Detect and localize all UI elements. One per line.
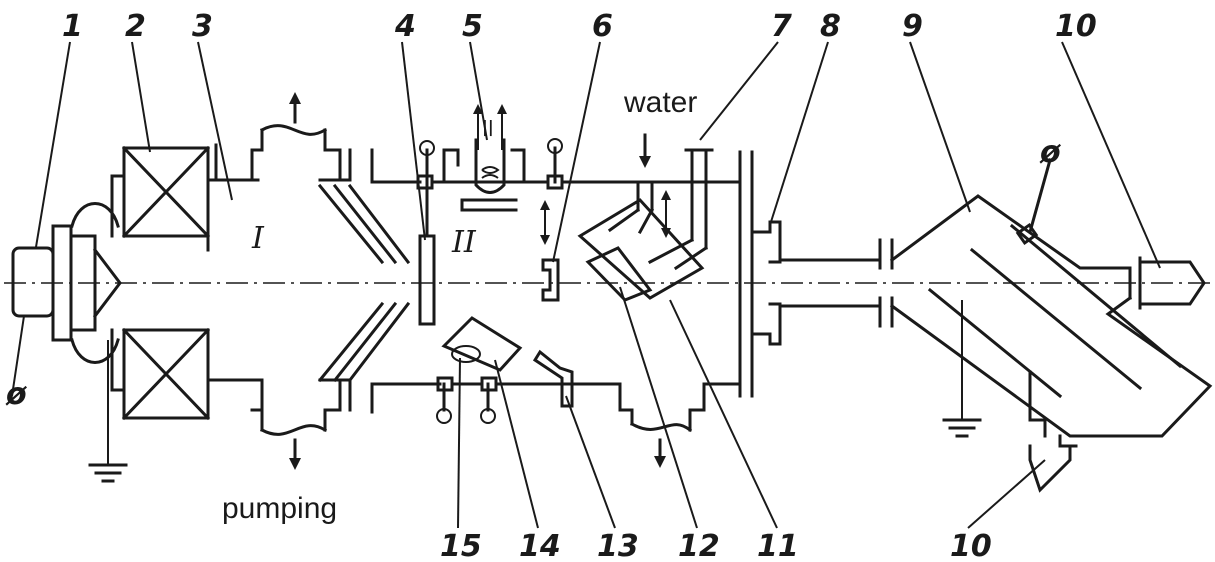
label-1: 1 bbox=[62, 9, 83, 44]
lower-holder-14-15 bbox=[436, 316, 523, 424]
top-number-labels: 1 2 3 4 5 6 7 8 9 10 bbox=[62, 9, 1097, 44]
label-6: 6 bbox=[592, 9, 613, 44]
terminal-symbol: ø bbox=[5, 377, 27, 412]
crucible-5: || bbox=[442, 104, 526, 212]
label-12: 12 bbox=[678, 529, 720, 562]
cooled-target-7 bbox=[577, 133, 714, 300]
flange-8 bbox=[750, 220, 894, 346]
chamber-1 bbox=[206, 92, 352, 470]
label-4: 4 bbox=[394, 9, 416, 44]
label-3: 3 bbox=[192, 9, 213, 44]
label-10-top: 10 bbox=[1055, 9, 1097, 44]
pumping-port-lower bbox=[618, 382, 742, 468]
magnetic-coils bbox=[110, 145, 211, 421]
label-15: 15 bbox=[440, 529, 482, 562]
region-1-label: I bbox=[251, 221, 265, 256]
svg-text:||: || bbox=[482, 117, 494, 137]
shutter-4 bbox=[418, 140, 436, 326]
label-9: 9 bbox=[902, 9, 923, 44]
drift-chamber-walls bbox=[370, 150, 754, 398]
label-7: 7 bbox=[771, 9, 792, 44]
label-8: 8 bbox=[820, 9, 841, 44]
analyzer-9: ø bbox=[889, 135, 1213, 493]
label-10-bottom: 10 bbox=[950, 529, 992, 562]
label-11: 11 bbox=[757, 529, 799, 562]
region-2-label: II bbox=[451, 225, 477, 260]
leader-lines bbox=[35, 41, 1161, 529]
label-5: 5 bbox=[462, 9, 483, 44]
label-13: 13 bbox=[597, 529, 639, 562]
label-2: 2 bbox=[125, 9, 146, 44]
water-label: water bbox=[623, 86, 697, 119]
label-14: 14 bbox=[519, 529, 561, 562]
shield-13 bbox=[532, 349, 574, 408]
source-assembly: ø bbox=[5, 202, 128, 483]
shutter-6 bbox=[540, 138, 563, 302]
pumping-label: pumping bbox=[222, 492, 337, 525]
bottom-number-labels: 15 14 13 12 11 10 bbox=[440, 529, 992, 562]
inclined-substrate bbox=[585, 246, 653, 302]
extraction-electrodes bbox=[317, 148, 411, 414]
probe-terminal: ø bbox=[1039, 135, 1061, 170]
